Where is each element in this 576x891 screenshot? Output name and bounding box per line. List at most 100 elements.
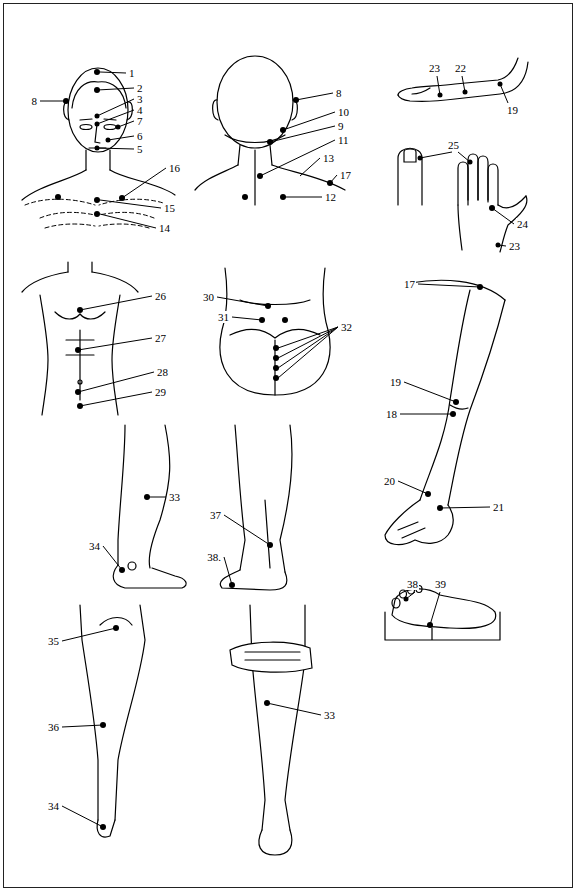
drawing-part bbox=[392, 598, 400, 608]
drawing-part bbox=[410, 280, 505, 300]
drawing-part bbox=[225, 135, 285, 143]
drawing-part bbox=[404, 597, 409, 602]
drawing-part bbox=[115, 605, 145, 820]
drawing-part bbox=[128, 562, 136, 570]
drawing-part bbox=[112, 295, 120, 415]
drawing-part bbox=[398, 148, 422, 205]
callout-number: 8 bbox=[31, 95, 39, 107]
callout-number: 34 bbox=[47, 800, 60, 812]
drawing-part bbox=[217, 297, 338, 378]
callout-number: 7 bbox=[136, 115, 144, 127]
drawing-part bbox=[450, 411, 456, 417]
drawing-part bbox=[100, 618, 132, 626]
callout-number: 12 bbox=[324, 191, 337, 203]
drawing-part bbox=[404, 149, 416, 162]
callout-number: 36 bbox=[47, 721, 60, 733]
frame bbox=[4, 4, 573, 888]
callout-number: 10 bbox=[337, 106, 350, 118]
drawing-part bbox=[273, 345, 279, 351]
body-outlines bbox=[22, 56, 528, 855]
drawing-part bbox=[40, 212, 95, 218]
drawing-part bbox=[94, 69, 100, 75]
drawing-part bbox=[72, 82, 126, 108]
drawing-part bbox=[25, 199, 95, 205]
drawing-part bbox=[438, 93, 443, 98]
callout-number: 20 bbox=[383, 475, 396, 487]
drawing-part bbox=[437, 76, 508, 103]
drawing-part bbox=[450, 405, 468, 409]
drawing-part bbox=[488, 164, 498, 205]
drawing-part bbox=[116, 125, 121, 130]
drawing-part bbox=[257, 173, 263, 179]
drawing-part bbox=[458, 205, 462, 250]
drawing-part bbox=[94, 211, 100, 217]
drawing-part bbox=[468, 160, 473, 165]
drawing-part bbox=[229, 582, 235, 588]
drawing-part bbox=[55, 312, 105, 319]
drawing-part bbox=[95, 114, 100, 119]
drawing-part bbox=[230, 642, 312, 672]
callout-number: 23 bbox=[428, 62, 441, 74]
drawing-part bbox=[78, 380, 82, 384]
callout-number: 26 bbox=[154, 290, 167, 302]
drawing-part bbox=[92, 272, 138, 292]
drawing-part bbox=[119, 195, 125, 201]
drawing-part bbox=[22, 272, 68, 292]
drawing-part bbox=[118, 425, 125, 565]
drawing-part bbox=[293, 97, 299, 103]
drawing-part bbox=[110, 170, 175, 195]
drawing-part bbox=[94, 197, 100, 203]
drawing-part bbox=[78, 296, 154, 406]
drawing-part bbox=[100, 168, 166, 228]
callout-number: 14 bbox=[158, 222, 171, 234]
leader-lines bbox=[40, 72, 514, 827]
drawing-part bbox=[95, 124, 100, 143]
drawing-part bbox=[285, 605, 305, 830]
drawing-part bbox=[478, 156, 488, 200]
drawing-part bbox=[113, 625, 119, 631]
drawing-part bbox=[280, 194, 286, 200]
callout-number: 25 bbox=[447, 139, 460, 151]
drawing-part bbox=[235, 425, 245, 570]
callout-number: 5 bbox=[136, 143, 144, 155]
drawing-part bbox=[406, 592, 440, 625]
drawing-part bbox=[242, 194, 248, 200]
drawing-part bbox=[259, 317, 265, 323]
callout-number: 29 bbox=[154, 386, 167, 398]
drawing-part bbox=[398, 522, 425, 538]
drawing-part bbox=[106, 138, 111, 143]
drawing-part bbox=[280, 425, 292, 572]
callout-number: 30 bbox=[202, 291, 215, 303]
callout-number: 13 bbox=[322, 152, 335, 164]
drawing-part bbox=[195, 165, 238, 190]
drawing-part bbox=[259, 830, 292, 855]
callout-number: 11 bbox=[337, 134, 350, 146]
drawing-part bbox=[392, 589, 496, 628]
drawing-part bbox=[77, 403, 83, 409]
drawing-part bbox=[267, 542, 273, 548]
drawing-part bbox=[463, 90, 468, 95]
callout-number: 37 bbox=[209, 509, 222, 521]
callout-number: 38 bbox=[406, 578, 419, 590]
drawing-part bbox=[489, 205, 495, 211]
drawing-part bbox=[94, 87, 100, 93]
drawing-part bbox=[86, 150, 110, 170]
drawing-part bbox=[75, 347, 81, 353]
callout-number: 34 bbox=[88, 540, 101, 552]
drawing-part bbox=[280, 127, 286, 133]
drawing-part bbox=[75, 389, 81, 395]
callout-number: 17 bbox=[339, 169, 352, 181]
drawing-part bbox=[240, 300, 310, 305]
drawing-part bbox=[68, 68, 128, 152]
drawing-part bbox=[418, 156, 423, 161]
callout-number: 38. bbox=[206, 551, 222, 563]
callout-number: 35 bbox=[47, 635, 60, 647]
callout-number: 6 bbox=[136, 130, 144, 142]
drawing-part bbox=[260, 93, 337, 197]
callout-number: 18 bbox=[385, 408, 398, 420]
callout-number: 21 bbox=[492, 501, 505, 513]
callout-number: 15 bbox=[163, 202, 176, 214]
drawing-part bbox=[25, 199, 169, 228]
